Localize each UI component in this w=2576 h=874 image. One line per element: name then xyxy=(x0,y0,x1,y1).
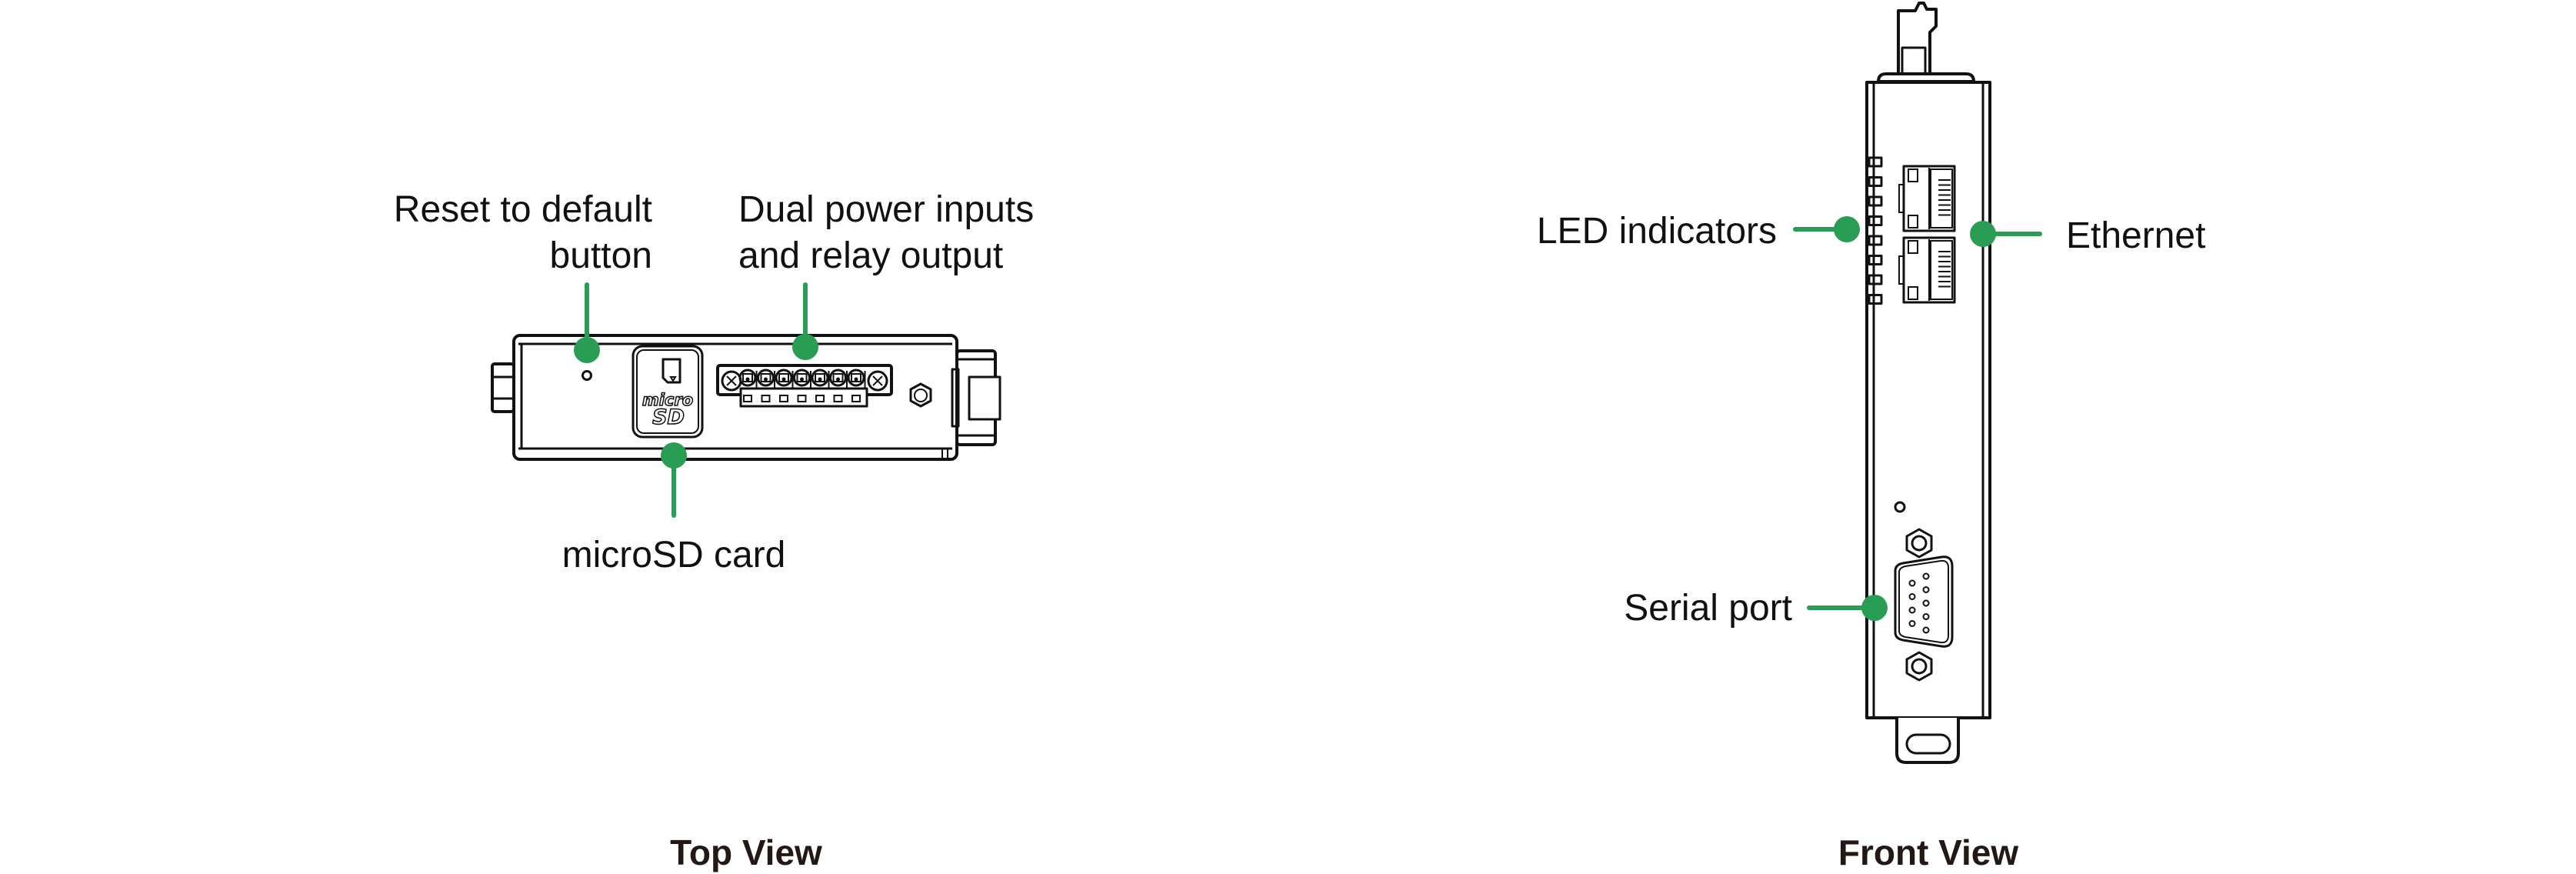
callout-serial-label: Serial port xyxy=(1624,588,1792,629)
terminal-pin xyxy=(829,369,848,402)
serial-pin xyxy=(1922,572,1930,580)
callout-microsd-dot xyxy=(661,442,687,469)
led-indicator-icon xyxy=(1868,156,1883,168)
front-pinhole-icon xyxy=(1894,501,1906,513)
callout-led-label: LED indicators xyxy=(1537,211,1777,252)
callout-serial-dot xyxy=(1861,595,1888,621)
left-knob-icon xyxy=(491,362,515,413)
callout-microsd: microSD card xyxy=(562,442,786,575)
callout-ethernet-label: Ethernet xyxy=(2066,215,2205,256)
callout-power-label-line2: and relay output xyxy=(738,235,1003,276)
serial-pin xyxy=(1908,593,1916,600)
callout-serial: Serial port xyxy=(1624,588,1888,629)
microsd-logo-micro: micro xyxy=(642,391,693,409)
ethernet-ports xyxy=(1898,165,1956,304)
top-view-caption: Top View xyxy=(670,832,822,872)
terminal-pin xyxy=(847,369,866,402)
terminal-pin xyxy=(757,369,775,402)
serial-pin xyxy=(1922,613,1930,620)
led-indicator-icon xyxy=(1868,176,1883,187)
callout-reset-label-line1: Reset to default xyxy=(394,189,652,230)
led-indicator-icon xyxy=(1868,274,1883,285)
serial-pin xyxy=(1908,620,1916,627)
microsd-logo-sd: SD xyxy=(652,405,685,429)
led-indicator-icon xyxy=(1868,215,1883,226)
microsd-slot[interactable]: micro SD xyxy=(632,345,704,439)
front-view-caption: Front View xyxy=(1838,832,2019,872)
callout-power-label-line1: Dual power inputs xyxy=(738,189,1034,230)
led-indicators xyxy=(1868,156,1883,305)
led-indicator-icon xyxy=(1868,255,1883,265)
sd-card-icon xyxy=(661,358,681,384)
terminal-pin xyxy=(811,369,830,402)
top-view: micro SD xyxy=(491,334,1001,461)
serial-pin xyxy=(1922,626,1930,634)
reset-hole-icon[interactable] xyxy=(582,370,592,381)
led-indicator-icon xyxy=(1868,195,1883,207)
serial-pin xyxy=(1922,599,1930,607)
led-indicator-icon xyxy=(1868,235,1883,246)
callout-led: LED indicators xyxy=(1537,211,1860,252)
mounting-tab xyxy=(1895,718,1960,764)
callout-ethernet-dot xyxy=(1970,221,1996,247)
serial-port[interactable] xyxy=(1894,528,1954,682)
serial-pin xyxy=(1922,586,1930,593)
serial-standoff-bottom-icon xyxy=(1905,651,1933,682)
din-rail-clip xyxy=(951,349,1001,446)
led-indicator-icon xyxy=(1868,294,1883,305)
ground-nut-icon xyxy=(909,382,932,408)
front-view xyxy=(1865,2,1991,764)
terminal-pin xyxy=(738,369,758,402)
callout-reset-label-line2: button xyxy=(550,235,652,276)
terminal-block[interactable] xyxy=(716,364,893,408)
top-connector-icon xyxy=(1877,2,1975,83)
callout-power-dot xyxy=(792,334,818,360)
serial-standoff-top-icon xyxy=(1905,528,1933,559)
terminal-pin xyxy=(775,369,794,402)
serial-pin xyxy=(1908,579,1916,587)
callout-reset-dot xyxy=(574,337,600,363)
callout-led-dot xyxy=(1834,216,1860,242)
terminal-pin xyxy=(793,369,811,402)
ethernet-port-icon[interactable] xyxy=(1898,165,1956,232)
callout-microsd-label: microSD card xyxy=(562,535,786,575)
callout-ethernet: Ethernet xyxy=(1970,215,2205,256)
serial-pin xyxy=(1908,606,1916,614)
ethernet-port-icon[interactable] xyxy=(1898,236,1956,304)
terminal-screw-right-icon xyxy=(867,370,888,392)
callout-reset: Reset to default button xyxy=(394,189,652,363)
callout-power: Dual power inputs and relay output xyxy=(738,189,1034,360)
